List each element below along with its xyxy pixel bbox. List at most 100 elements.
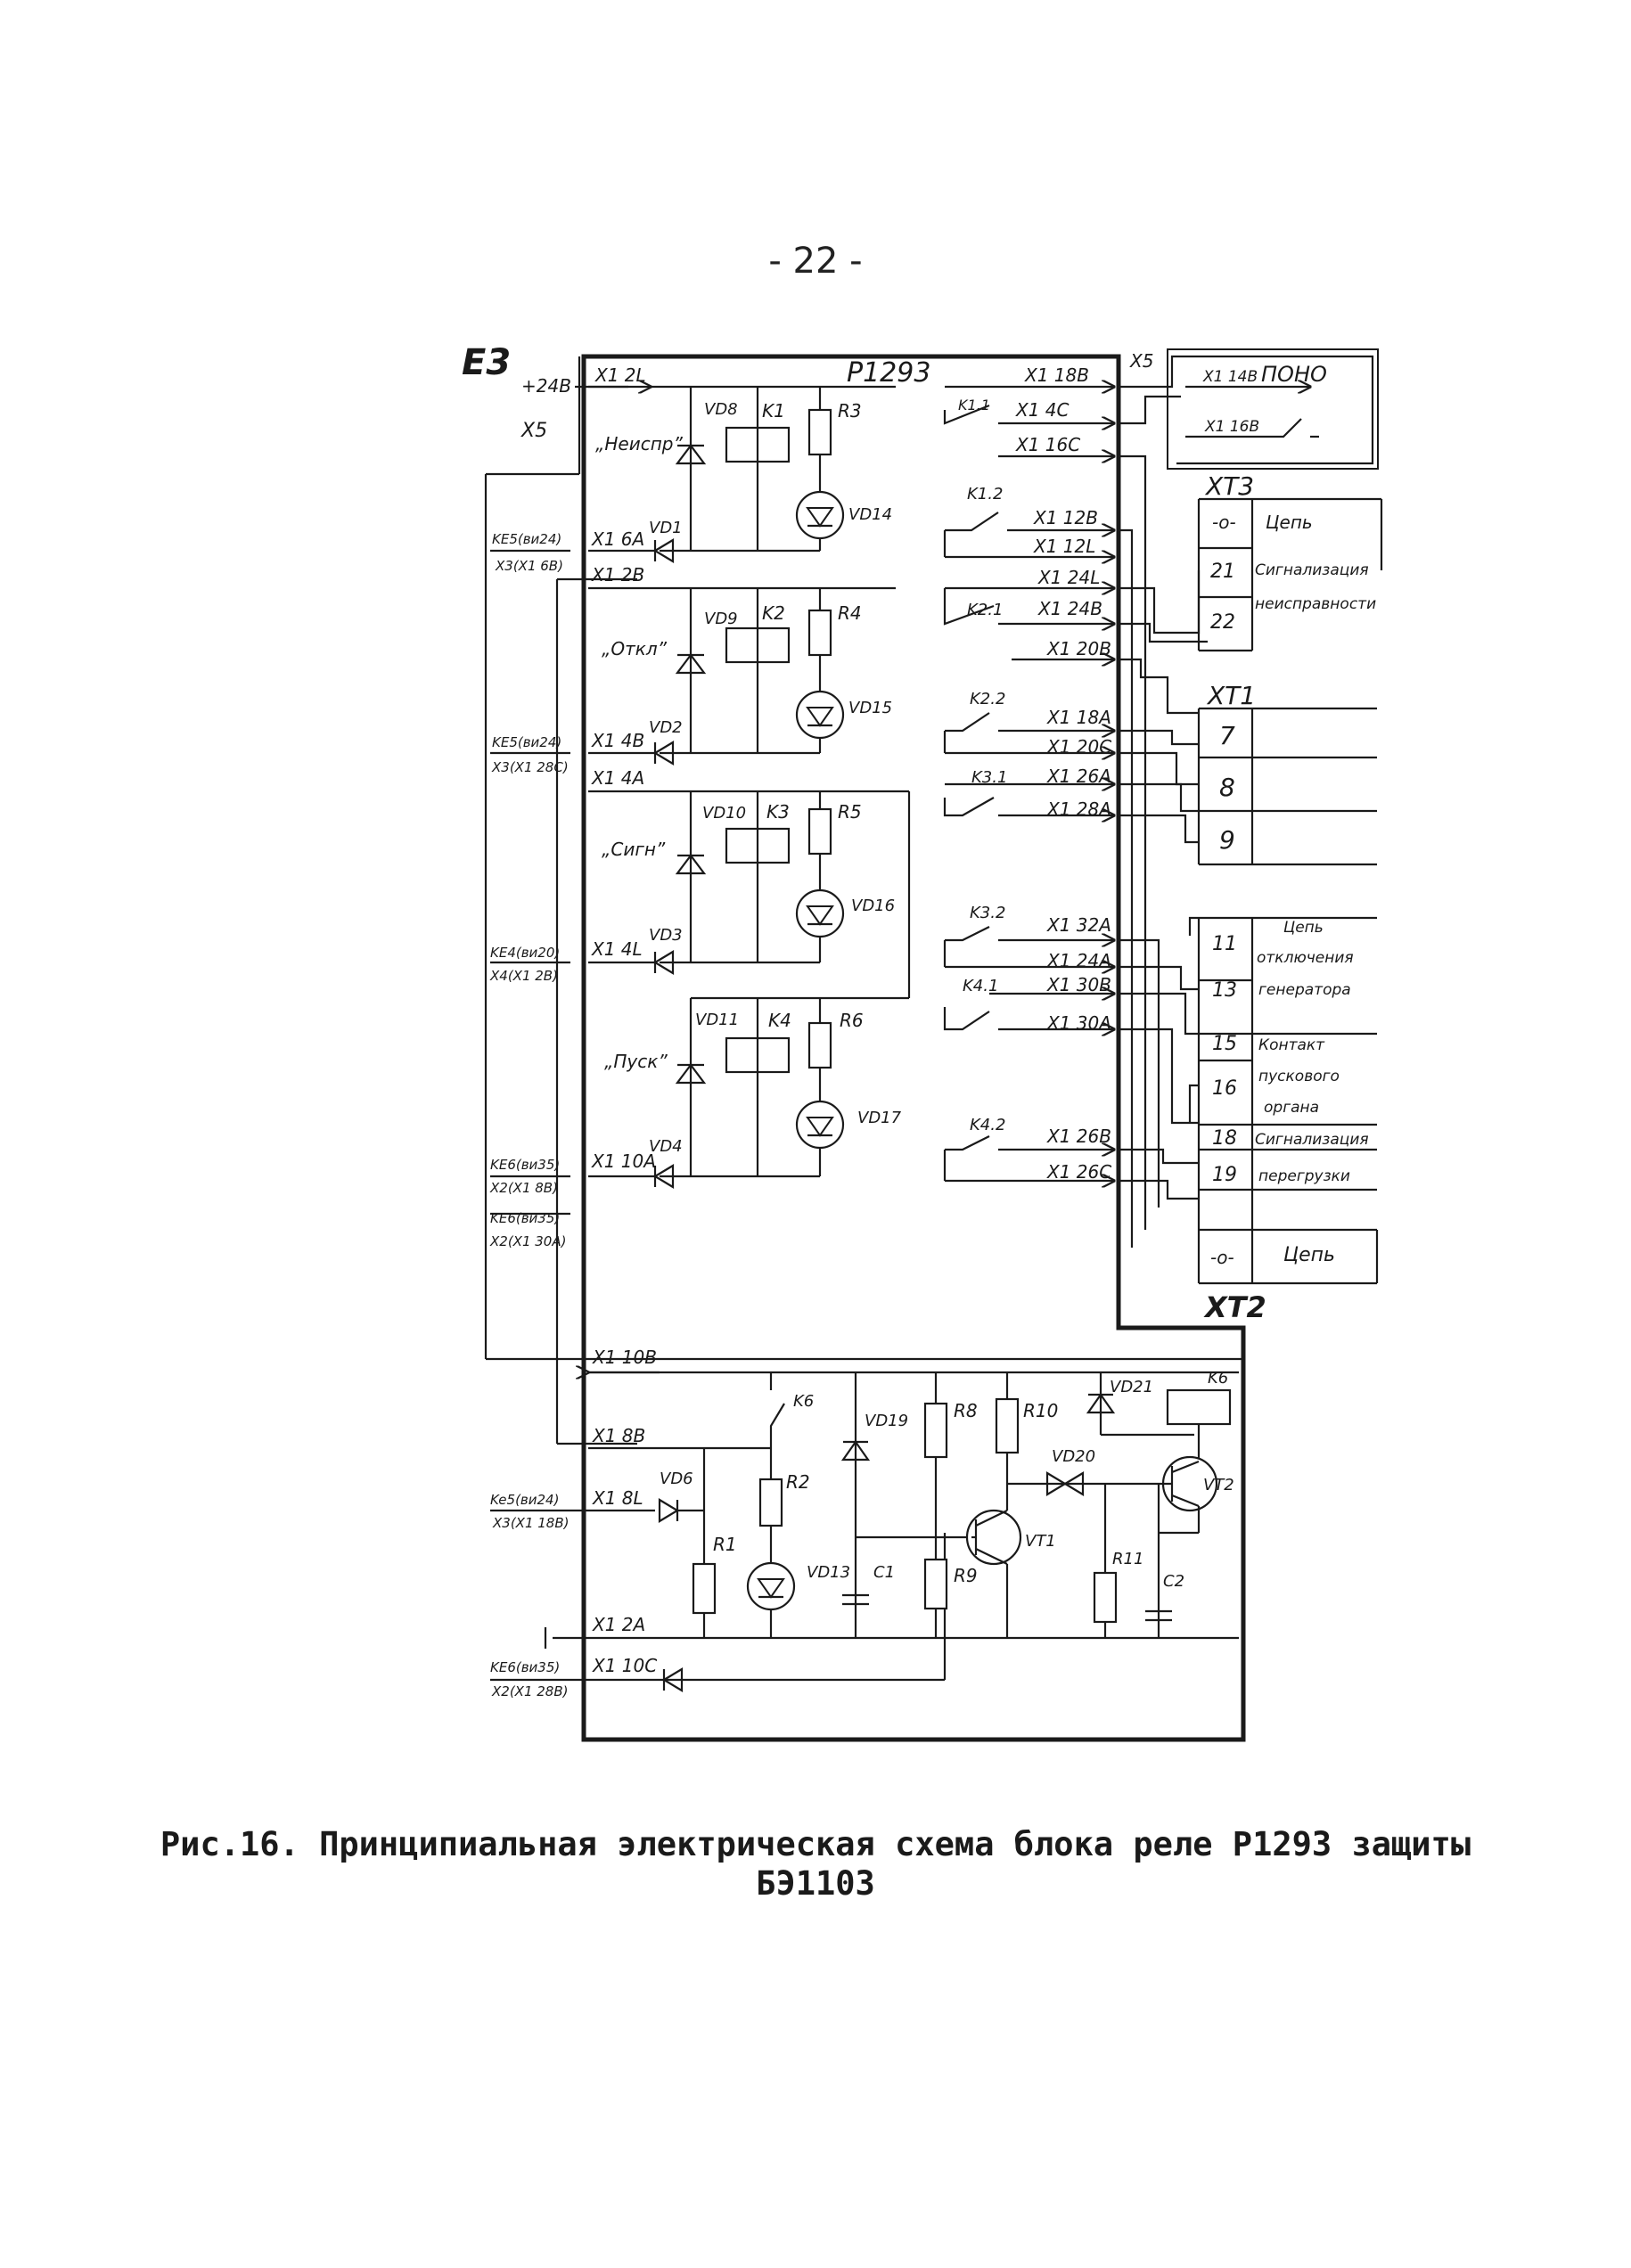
wire-label: X1 10С (592, 1655, 657, 1676)
terminal-text: Сигнализация (1255, 561, 1369, 579)
wire-label: X1 18А (1046, 707, 1111, 728)
relay-label: K3 (766, 801, 790, 823)
ext-label: Ke5(ви24) (490, 1492, 559, 1508)
component-label: VD19 (865, 1412, 908, 1430)
contact-k31: K3.1 X1 26А X1 28А (943, 766, 1114, 820)
wire-label: X1 2L (594, 364, 646, 386)
diode-icon (661, 1667, 684, 1692)
wire-label: X1 4L (591, 938, 643, 960)
bottom-circuit: X1 10В X1 8В X1 2A Ke5(ви24) X3(X1 18В) … (490, 1347, 1239, 1699)
wire-label: X1 2В (591, 564, 644, 585)
component-label: R1 (713, 1534, 737, 1555)
resistor-label: R5 (838, 801, 862, 823)
terminal-text: генератора (1258, 981, 1351, 999)
terminal-text: Цепь (1283, 919, 1324, 937)
terminal-text: перегрузки (1258, 1167, 1350, 1185)
zener-label: VD10 (702, 804, 746, 823)
channel-otkl: X1 2В VD9 „Откл” K2 R4 VD15 VD2 X1 4В KE… (490, 564, 896, 775)
pin-label: 9 (1219, 825, 1235, 855)
pin-label: 11 (1212, 933, 1237, 955)
contact-label: K2.1 (967, 601, 1003, 619)
diode-label: VD2 (649, 718, 683, 737)
pin-label: -о- (1212, 512, 1236, 533)
wire-label: X1 32А (1046, 914, 1111, 936)
relay-coil-icon (725, 626, 791, 664)
relay-block-name: Р1293 (847, 357, 930, 389)
contact-label: K3.2 (970, 904, 1005, 922)
diode-label: VD1 (649, 519, 683, 537)
relay-coil-icon (1166, 1388, 1232, 1426)
ext-label: X3(X1 18В) (492, 1515, 570, 1531)
wire-label: X1 16С (1015, 434, 1080, 455)
led-icon (795, 490, 845, 540)
pin-label: 13 (1212, 979, 1237, 1002)
wire-label: X1 8В (592, 1425, 645, 1446)
ext-label: X3(X1 6В) (495, 558, 563, 574)
led-label: VD14 (848, 505, 892, 524)
channel-sign: X1 4A VD10 „Сигн” K3 R5 VD16 VD3 X1 4L K… (489, 767, 911, 1000)
channel-name: „Пуск” (604, 1051, 668, 1072)
connector-x5-top: X5 (1129, 350, 1153, 372)
ext-label: KE6(ви35) (490, 1210, 560, 1226)
pin-label: -о- (1210, 1247, 1234, 1268)
contact-k41: K4.1 X1 30В X1 30А (943, 974, 1114, 1034)
component-label: R9 (954, 1565, 978, 1586)
zener-label: VD11 (695, 1011, 739, 1029)
channel-pusk: VD11 „Пуск” K4 R6 VD17 VD4 X1 10A KE6(ви… (489, 998, 902, 1249)
contact-label: K2.2 (970, 690, 1005, 708)
wire-label: X1 24А (1046, 950, 1111, 971)
wire-label: X1 8L (592, 1487, 643, 1509)
component-label: R10 (1023, 1400, 1058, 1421)
ext-label: KE4(ви20) (490, 945, 560, 961)
pin-label: 21 (1210, 561, 1235, 583)
component-label: VT1 (1025, 1532, 1056, 1551)
terminal-text: неисправности (1255, 595, 1376, 613)
pin-label: 22 (1210, 611, 1235, 634)
wire-label: X1 4A (591, 767, 644, 789)
relay-coil-icon (725, 426, 791, 463)
relay-label: K1 (762, 400, 785, 422)
wire-label: X1 12L (1033, 536, 1095, 557)
terminal-title: XT2 (1203, 1290, 1266, 1324)
diode-icon (1086, 1393, 1116, 1414)
diode-icon (652, 538, 675, 563)
ext-label: X2(X1 30А) (489, 1233, 566, 1249)
wire-label: X1 14В (1202, 368, 1258, 386)
wire-label: X1 30В (1046, 974, 1111, 995)
figure-caption: Рис.16. Принципиальная электрическая схе… (160, 1825, 1471, 1863)
terminal-text: пускового (1258, 1068, 1340, 1085)
resistor-label: R4 (838, 602, 862, 624)
wire-label: X1 20С (1046, 736, 1111, 757)
resistor-icon (1093, 1571, 1118, 1624)
led-icon (746, 1561, 796, 1611)
relay-coil-icon (725, 827, 791, 864)
wire-label: X1 2A (592, 1614, 645, 1635)
terminal-text: Цепь (1266, 512, 1313, 533)
pono-box: ПОНО X1 14В X1 16В (1167, 348, 1379, 470)
output-wiring (1119, 355, 1374, 1248)
resistor-label: R3 (838, 400, 862, 422)
diode-icon (652, 950, 675, 975)
figure-caption-continued: БЭ1103 (756, 1864, 875, 1903)
relay-label: K2 (762, 602, 785, 624)
wire-label: X1 28А (1046, 798, 1111, 820)
ext-label: X2(X1 28В) (491, 1683, 569, 1699)
pono-label: ПОНО (1261, 362, 1327, 387)
led-icon (795, 1100, 845, 1150)
resistor-label: R6 (840, 1010, 864, 1031)
zener-label: VD8 (704, 400, 738, 419)
zener-icon (675, 653, 707, 675)
zener-icon (675, 854, 707, 875)
wire-label: X1 24L (1037, 567, 1100, 588)
component-label: K6 (793, 1392, 814, 1411)
wire-label: X1 10В (592, 1347, 657, 1368)
diode-label: VD3 (649, 926, 683, 945)
wire-label: X1 16В (1204, 418, 1259, 436)
resistor-icon (995, 1397, 1020, 1454)
component-label: R11 (1112, 1550, 1143, 1568)
relay-block-outline (581, 354, 1246, 1742)
ext-label: X3(X1 28С) (491, 759, 569, 775)
ext-label: KE6(ви35) (490, 1659, 560, 1675)
wire-label: X1 20В (1046, 638, 1111, 659)
